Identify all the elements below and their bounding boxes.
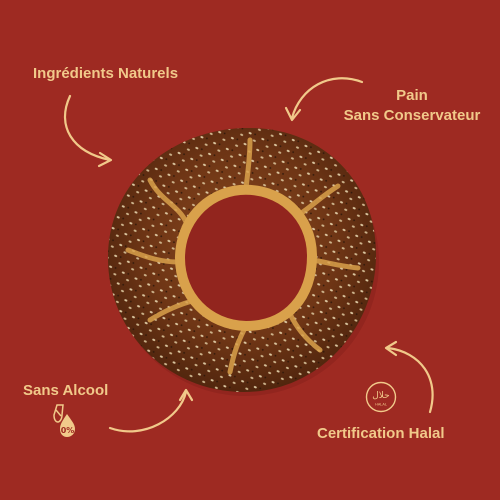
feature-halal-certification: Certification Halal — [317, 425, 445, 442]
feature-natural-ingredients: Ingrédients Naturels — [33, 65, 179, 82]
feature-no-preservative: Pain Sans Conservateur — [338, 86, 486, 126]
halal-badge-latin: HALAL — [375, 403, 387, 407]
feature-no-alcohol: Sans Alcool — [23, 382, 109, 399]
arrow-natural — [63, 94, 112, 162]
arrow-halal — [386, 346, 434, 414]
feature-no-preservative-line2: Sans Conservateur — [343, 107, 481, 124]
arrow-alcohol — [108, 390, 188, 433]
halal-badge-arabic: حلال — [372, 391, 389, 401]
feature-no-preservative-line1: Pain — [396, 87, 428, 104]
alcohol-free-icon: 0% — [53, 404, 75, 437]
alcohol-percent-text: 0% — [61, 426, 75, 435]
halal-badge-icon: حلال HALAL — [365, 381, 397, 413]
arrow-preservative — [290, 77, 364, 120]
